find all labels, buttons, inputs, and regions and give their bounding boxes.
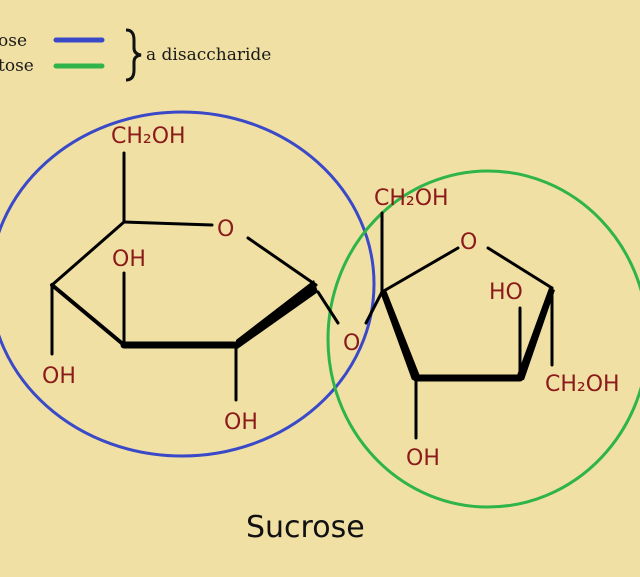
- legend-label-fructose: tose: [0, 56, 34, 76]
- diagram-title: Sucrose: [246, 510, 365, 545]
- glycosidic-oxygen: O: [343, 331, 360, 356]
- fructose-ho-label: HO: [489, 280, 523, 305]
- legend-group-label: a disaccharide: [146, 45, 271, 65]
- glucose-oh-left: OH: [42, 364, 76, 389]
- fructose-oh-bottom: OH: [406, 446, 440, 471]
- glucose-ring-outline: [0, 110, 376, 458]
- glucose-ch2oh-label: CH₂OH: [111, 124, 186, 149]
- fructose-bonds: [364, 211, 554, 440]
- fructose-ring-outline: [326, 169, 640, 509]
- glucose-oh-inner: OH: [112, 247, 146, 272]
- fructose-ch2oh-right: CH₂OH: [545, 372, 620, 397]
- glucose-oh-bottom: OH: [224, 410, 258, 435]
- glucose-wedge-bond: [236, 280, 318, 350]
- glucose-bonds: [50, 151, 340, 402]
- legend-label-glucose: ose: [0, 31, 27, 51]
- fructose-ring-oxygen: O: [460, 230, 477, 255]
- fructose-wedge-right: [516, 288, 555, 380]
- glucose-ring-oxygen: O: [217, 217, 234, 242]
- fructose-ch2oh-top: CH₂OH: [374, 186, 449, 211]
- fructose-wedge-left: [380, 290, 420, 380]
- legend-brace: [125, 28, 142, 82]
